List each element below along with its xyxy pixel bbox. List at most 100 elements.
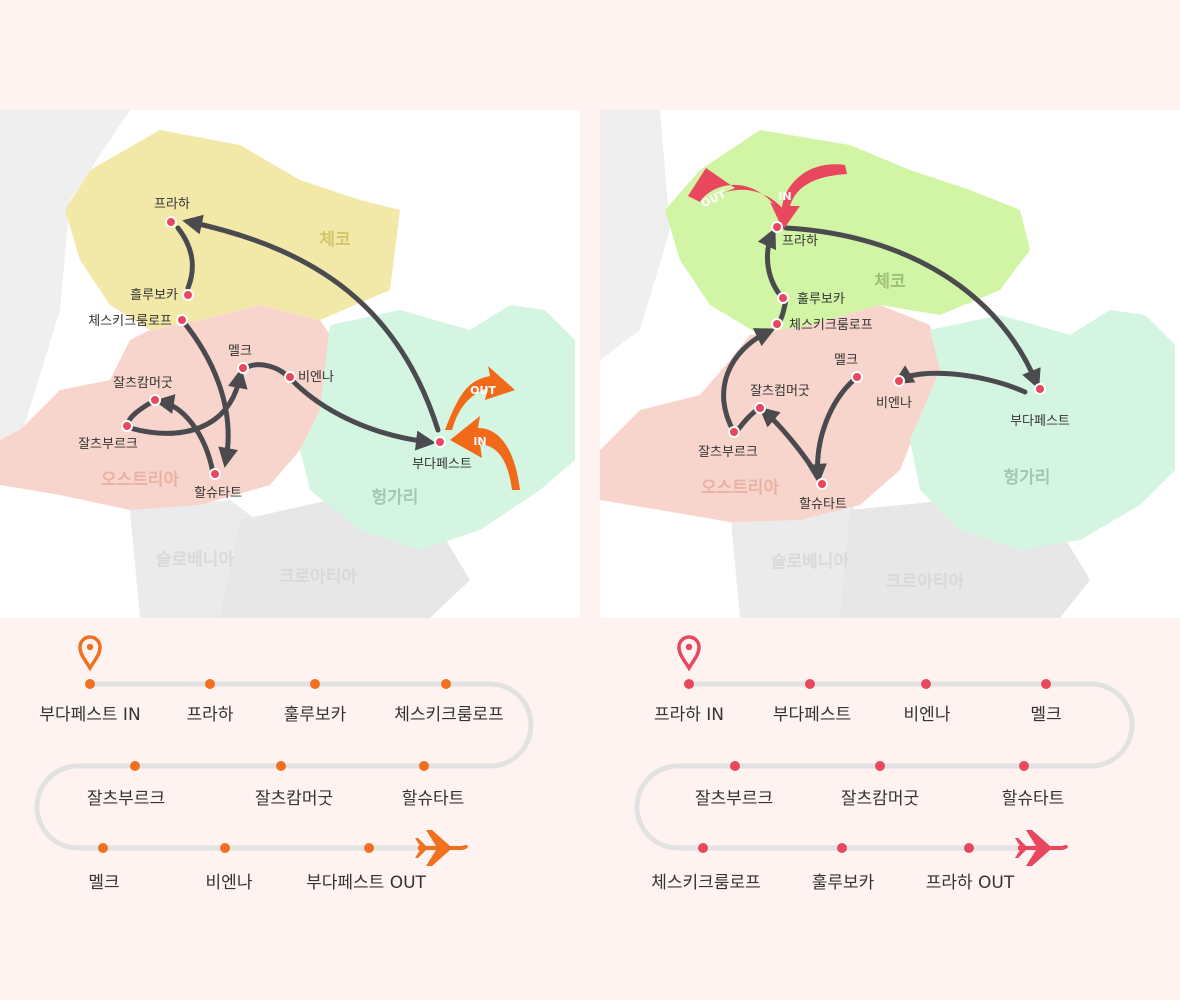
city-label-hluboka: 흘루보카 xyxy=(130,288,178,303)
stop-label: 훌루보카 xyxy=(283,705,347,725)
in-arrow-label: IN xyxy=(778,190,791,203)
stop-dot xyxy=(85,679,95,689)
stop-dot xyxy=(837,843,847,853)
city-label-budapest: 부다페스트 xyxy=(1010,414,1070,429)
city-dot-salzburg xyxy=(728,426,740,438)
germany-region xyxy=(0,110,130,450)
stop-label: 잘츠부르크 xyxy=(86,789,166,809)
slovenia-region xyxy=(730,500,870,618)
czech-region xyxy=(665,130,1030,335)
right-itinerary-timeline: 프라하 IN 부다페스트 비엔나 멜크 잘츠부르크 잘츠캄머굿 할슈타트 체스키… xyxy=(590,618,1180,1000)
stop-dot xyxy=(1019,761,1029,771)
stop-label: 비엔나 xyxy=(903,705,951,725)
route-arrows xyxy=(721,225,1041,488)
country-label-slovenia: 슬로베니아 xyxy=(156,550,235,570)
city-dot-salzkammergut xyxy=(149,394,161,406)
stop-label: 할슈타트 xyxy=(401,789,465,809)
stop-dot xyxy=(1041,679,1051,689)
czech-region xyxy=(65,130,400,330)
city-label-salzburg: 잘츠부르크 xyxy=(698,445,758,460)
city-dot-budapest xyxy=(1034,383,1046,395)
stop-label: 프라하 IN xyxy=(653,705,725,725)
city-label-hluboka: 훌루보카 xyxy=(797,292,845,307)
route-arrows xyxy=(126,214,441,476)
country-label-czech: 체코 xyxy=(874,272,906,292)
germany-region xyxy=(600,110,670,360)
right-route-map: 체코 오스트리아 헝가리 슬로베니아 크로아티아 OUT IN xyxy=(600,110,1180,618)
stop-label: 잘츠부르크 xyxy=(694,789,774,809)
city-label-vienna: 비엔나 xyxy=(298,370,334,385)
country-label-austria: 오스트리아 xyxy=(701,478,780,498)
city-dot-budapest xyxy=(434,436,446,448)
stop-dot xyxy=(875,761,885,771)
stop-label: 멜크 xyxy=(88,873,120,893)
city-dot-hallstatt xyxy=(209,468,221,480)
stop-label: 프라하 xyxy=(186,705,234,725)
stop-dot xyxy=(964,843,974,853)
city-dot-melk xyxy=(237,362,249,374)
stop-label: 멜크 xyxy=(1030,705,1062,725)
city-dot-hallstatt xyxy=(816,478,828,490)
city-label-praha: 프라하 xyxy=(782,234,818,249)
left-route-map: 체코 오스트리아 헝가리 슬로베니아 크로아티아 OUT IN xyxy=(0,110,580,618)
stop-label: 부다페스트 IN xyxy=(39,705,141,725)
in-out-arrows: OUT IN xyxy=(445,366,520,490)
stop-label: 체스키크룸로프 xyxy=(394,705,504,725)
stop-dot xyxy=(441,679,451,689)
stop-dot xyxy=(98,843,108,853)
country-label-slovenia: 슬로베니아 xyxy=(771,552,850,572)
city-dot-cesky xyxy=(771,318,783,330)
out-arrow-label: OUT xyxy=(470,384,496,397)
city-label-hallstatt: 할슈타트 xyxy=(194,486,242,501)
city-label-cesky: 체스키크룸로프 xyxy=(88,314,172,329)
city-dot-cesky xyxy=(176,314,188,326)
stop-label: 잘츠캄머굿 xyxy=(254,789,334,809)
country-label-austria: 오스트리아 xyxy=(101,470,180,490)
stop-label: 비엔나 xyxy=(205,873,253,893)
stop-label: 할슈타트 xyxy=(1001,789,1065,809)
city-label-salzburg: 잘츠부르크 xyxy=(78,437,138,452)
stop-label: 부다페스트 xyxy=(772,705,852,725)
city-label-budapest: 부다페스트 xyxy=(412,457,472,472)
country-label-croatia: 크로아티아 xyxy=(279,567,358,587)
city-dot-praha xyxy=(771,221,783,233)
city-label-salzkammergut: 잘츠캄머굿 xyxy=(113,376,173,391)
city-dot-hluboka xyxy=(777,292,789,304)
city-label-melk: 멜크 xyxy=(228,344,252,359)
stop-dot xyxy=(364,843,374,853)
city-label-cesky: 체스키크룸로프 xyxy=(789,318,873,333)
airplane-icon xyxy=(1015,830,1068,866)
stop-dot xyxy=(698,843,708,853)
in-arrow-label: IN xyxy=(473,435,486,448)
city-markers xyxy=(728,221,1046,490)
country-label-hungary: 헝가리 xyxy=(372,487,419,508)
stop-label: 프라하 OUT xyxy=(925,873,1015,893)
city-label-praha: 프라하 xyxy=(154,197,190,212)
stop-dot xyxy=(805,679,815,689)
stop-dots xyxy=(684,679,1051,853)
country-label-czech: 체코 xyxy=(319,230,351,250)
start-pin-icon xyxy=(677,635,701,672)
city-dot-vienna xyxy=(893,375,905,387)
stop-dots xyxy=(85,679,451,853)
country-label-hungary: 헝가리 xyxy=(1004,467,1051,488)
city-dot-salzkammergut xyxy=(754,402,766,414)
city-dot-melk xyxy=(851,371,863,383)
stop-dot xyxy=(130,761,140,771)
stop-label: 체스키크룸로프 xyxy=(651,873,761,893)
stop-dot xyxy=(419,761,429,771)
city-label-melk: 멜크 xyxy=(834,353,858,368)
stop-dot xyxy=(730,761,740,771)
stop-label: 훌루보카 xyxy=(811,873,875,893)
country-label-croatia: 크로아티아 xyxy=(886,572,965,592)
stop-dot xyxy=(921,679,931,689)
city-dot-praha xyxy=(165,216,177,228)
left-itinerary-timeline: 부다페스트 IN 프라하 훌루보카 체스키크룸로프 잘츠부르크 잘츠캄머굿 할슈… xyxy=(0,618,590,1000)
city-markers xyxy=(121,216,446,480)
city-dot-salzburg xyxy=(121,420,133,432)
hungary-region xyxy=(910,310,1175,550)
stop-dot xyxy=(310,679,320,689)
stop-label: 잘츠캄머굿 xyxy=(840,789,920,809)
city-label-hallstatt: 할슈타트 xyxy=(799,497,847,512)
city-label-salzkammergut: 잘츠컴머굿 xyxy=(750,384,810,399)
